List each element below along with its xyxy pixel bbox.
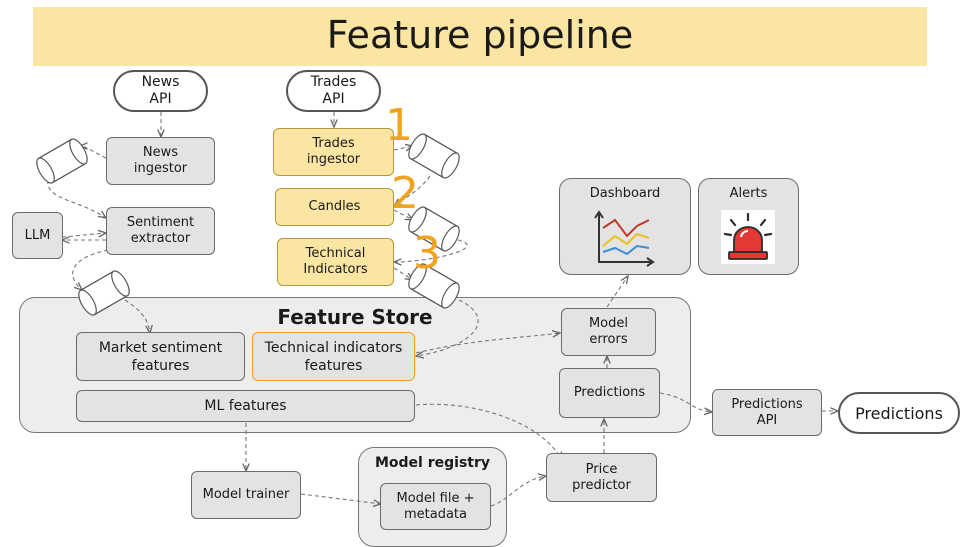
edge-sentiment-queue2 — [72, 249, 109, 290]
message-queue-icon — [408, 206, 460, 252]
edge-indicators-queue — [393, 267, 413, 280]
news-api-label: News API — [141, 74, 180, 107]
message-queue-icon — [36, 138, 88, 184]
edge-trades-queue — [393, 146, 413, 150]
model-file-label: Model file + metadata — [396, 490, 475, 522]
edge-queue2-market — [124, 299, 150, 333]
trades-ingestor-label: Trades ingestor — [306, 136, 361, 167]
predictions-output-label: Predictions — [855, 403, 943, 423]
dashboard-panel — [559, 178, 691, 275]
llm-node: LLM — [12, 212, 63, 259]
edge-queue-candles — [394, 175, 431, 206]
technical-indicators-node: Technical Indicators — [277, 238, 394, 286]
alerts-label: Alerts — [729, 186, 768, 201]
step-number-3: 3 — [413, 228, 441, 279]
edge-techfeat-modelerrors — [415, 333, 560, 354]
dashboard-label: Dashboard — [589, 186, 661, 201]
alert-siren-icon — [721, 210, 775, 264]
market-sentiment-features-node: Market sentiment features — [76, 332, 245, 381]
message-queue-icon — [78, 270, 130, 316]
predictions-label: Predictions — [573, 385, 646, 400]
candles-node: Candles — [275, 188, 394, 226]
news-api-source: News API — [113, 70, 208, 112]
message-queue-icon — [408, 133, 460, 179]
candles-label: Candles — [308, 199, 361, 214]
feature-store-title: Feature Store — [277, 305, 433, 329]
sentiment-extractor-label: Sentiment extractor — [126, 215, 195, 246]
predictions-node: Predictions — [559, 368, 660, 418]
edge-queue-indicators — [394, 239, 468, 262]
edge-modelfile-pricepredictor — [490, 476, 546, 507]
page-title: Feature pipeline — [326, 13, 634, 57]
technical-indicators-features-label: Technical indicators features — [264, 339, 403, 374]
dashboard-chart-icon — [594, 210, 655, 267]
predictions-api-node: Predictions API — [712, 389, 822, 436]
model-trainer-node: Model trainer — [191, 471, 301, 519]
technical-indicators-features-node: Technical indicators features — [252, 332, 415, 381]
model-errors-node: Model errors — [561, 308, 656, 356]
trades-ingestor-node: Trades ingestor — [273, 128, 394, 176]
model-errors-label: Model errors — [588, 316, 629, 347]
model-trainer-label: Model trainer — [202, 487, 290, 502]
market-sentiment-features-label: Market sentiment features — [98, 339, 223, 374]
edge-queue-techfeat — [416, 299, 479, 356]
predictions-api-label: Predictions API — [731, 396, 803, 428]
edge-candles-queue — [393, 209, 413, 220]
predictions-output: Predictions — [838, 392, 960, 434]
message-queue-icon — [408, 263, 460, 309]
news-ingestor-node: News ingestor — [106, 137, 215, 185]
edge-predictions-api — [659, 392, 712, 412]
edge-queue1-sentiment — [47, 179, 106, 218]
step-number-1: 1 — [385, 100, 413, 151]
model-registry-title: Model registry — [374, 455, 490, 471]
title-banner: Feature pipeline — [33, 7, 927, 66]
ml-features-node: ML features — [76, 390, 415, 422]
llm-label: LLM — [24, 227, 51, 243]
edge-modelerrors-dashboard — [606, 276, 628, 308]
edge-mlfeatures-pricepredictor — [415, 403, 562, 460]
step-number-2: 2 — [391, 168, 419, 219]
technical-indicators-label: Technical Indicators — [303, 246, 368, 277]
price-predictor-label: Price predictor — [572, 461, 631, 493]
sentiment-extractor-node: Sentiment extractor — [106, 207, 215, 255]
trades-api-source: Trades API — [286, 70, 381, 112]
model-file-node: Model file + metadata — [380, 483, 491, 530]
news-ingestor-label: News ingestor — [133, 145, 188, 176]
trades-api-label: Trades API — [310, 74, 357, 107]
price-predictor-node: Price predictor — [546, 453, 657, 502]
ml-features-label: ML features — [204, 398, 287, 414]
